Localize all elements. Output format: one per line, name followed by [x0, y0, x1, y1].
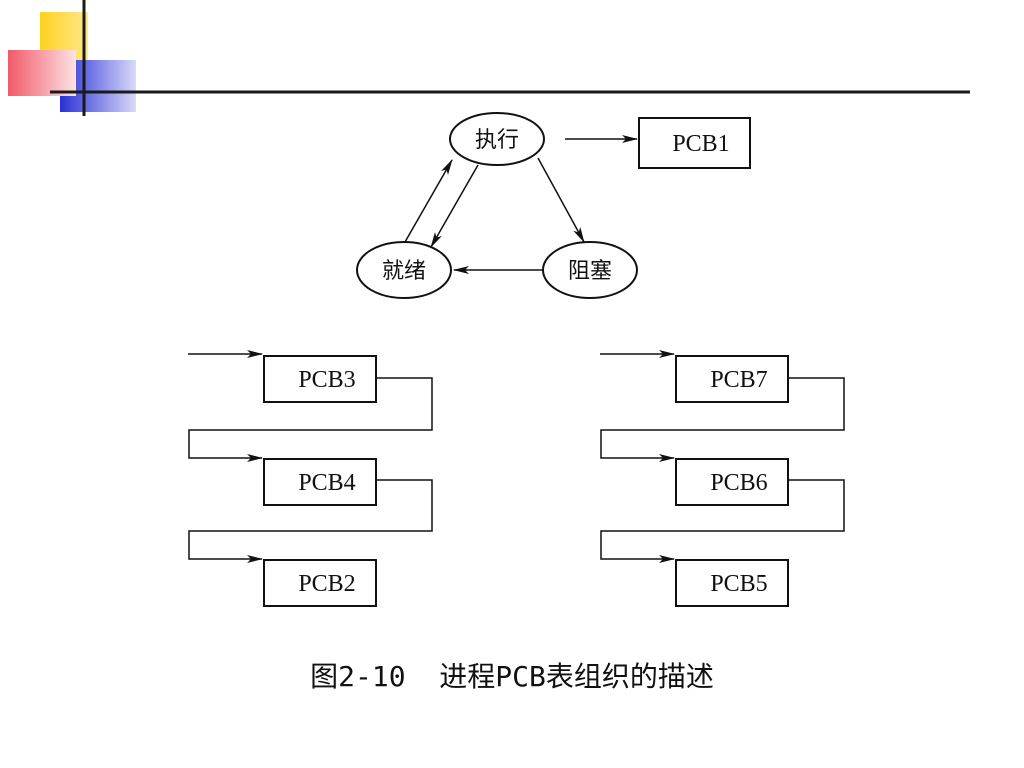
- state-running-node: [449, 112, 545, 166]
- pcb7-label: PCB7: [710, 367, 767, 393]
- pcb1-box: [638, 117, 751, 169]
- pcb2-label: PCB2: [298, 571, 355, 597]
- arrow-running-to-blocked: [537, 157, 585, 243]
- state-diagram: 执行 就绪 阻塞 PCB1: [356, 112, 751, 299]
- pcb2-box: [263, 559, 377, 607]
- link-pcb7-to-pcb6: [600, 377, 845, 462]
- link-pcb3-to-pcb4: [188, 377, 433, 462]
- ready-queue: PCB3 PCB4 PCB2: [188, 350, 433, 607]
- blocked-queue: PCB7 PCB6 PCB5: [600, 350, 845, 607]
- pcb6-box: [675, 458, 789, 506]
- pcb4-box: [263, 458, 377, 506]
- pcb7-box: [675, 355, 789, 403]
- pcb1-label: PCB1: [672, 131, 729, 157]
- pcb5-box: [675, 559, 789, 607]
- state-ready-node: [356, 241, 452, 299]
- state-ready-label: 就绪: [382, 259, 426, 284]
- pcb3-label: PCB3: [298, 367, 355, 393]
- pcb6-label: PCB6: [710, 470, 767, 496]
- pcb3-box: [263, 355, 377, 403]
- link-pcb4-to-pcb2: [188, 479, 433, 563]
- state-blocked-label: 阻塞: [568, 259, 612, 284]
- pcb4-label: PCB4: [298, 470, 355, 496]
- link-pcb6-to-pcb5: [600, 479, 845, 563]
- arrow-ready-to-running: [404, 159, 453, 243]
- figure-caption: 图2-10 进程PCB表组织的描述: [310, 660, 714, 693]
- pcb5-label: PCB5: [710, 571, 767, 597]
- state-running-label: 执行: [475, 128, 519, 153]
- corner-decoration-icon: [8, 0, 136, 116]
- arrow-running-to-ready: [430, 164, 479, 248]
